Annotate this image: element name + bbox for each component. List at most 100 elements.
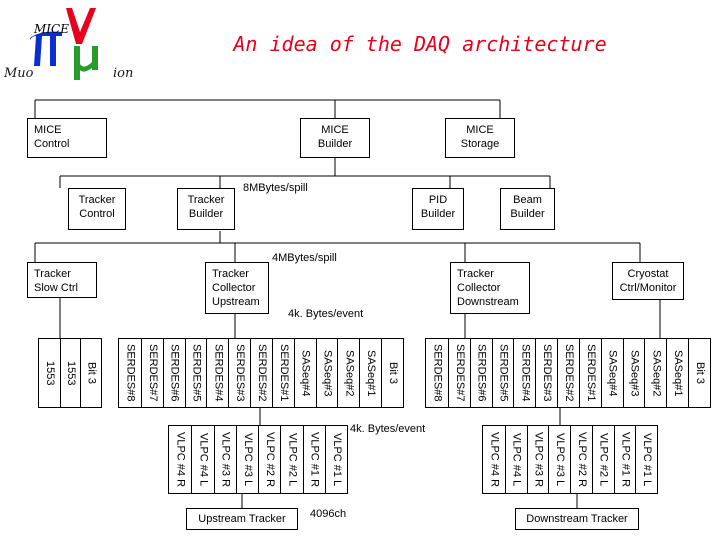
upstream-vlpc-module-label: VLPC #4 R: [174, 431, 187, 488]
upstream-crate-module-label: SERDES#8: [124, 344, 137, 402]
upstream-vlpc-group: VLPC #4 R VLPC #4 L VLPC #3 R VLPC #3 L VLPC…: [168, 425, 348, 494]
slow-crate-module: Bit 3: [80, 339, 101, 407]
page-title: An idea of the DAQ architecture: [233, 32, 607, 56]
downstream-crate-module: SASeq#3: [622, 339, 645, 407]
upstream-crate-module: SERDES#2: [250, 339, 272, 407]
downstream-crate-module: SERDES#2: [557, 339, 579, 407]
upstream-vlpc-module: VLPC #3 R: [213, 426, 236, 493]
upstream-crate-module: SASeq#1: [359, 339, 381, 407]
downstream-crate-module: SERDES#4: [513, 339, 535, 407]
upstream-crate-module-label: SERDES#4: [212, 344, 225, 402]
downstream-crate-module-label: SERDES#4: [519, 344, 532, 402]
upstream-crate-module-label: SERDES#2: [255, 344, 268, 402]
slow-crate-module-label: 1553: [43, 360, 56, 386]
upstream-crate-module-label: SERDES#7: [146, 344, 159, 402]
slow-crate-module: 1553: [59, 339, 81, 407]
downstream-vlpc-group: VLPC #4 R VLPC #4 L VLPC #3 R VLPC #3 L VLPC…: [482, 425, 658, 494]
downstream-vlpc-module: VLPC #3 R: [526, 426, 549, 493]
upstream-crate-module-label: SASeq#1: [365, 349, 378, 397]
downstream-vlpc-module: VLPC #1 L: [635, 426, 657, 493]
tracker-collector-upstream-box[interactable]: Tracker Collector Upstream: [205, 262, 269, 314]
mice-control-box[interactable]: MICE Control: [27, 118, 107, 158]
upstream-vlpc-module: VLPC #1 L: [324, 426, 347, 493]
downstream-vlpc-module-label: VLPC #1 L: [641, 432, 654, 487]
downstream-crate-module-label: SERDES#5: [497, 344, 510, 402]
pid-builder-box[interactable]: PID Builder: [412, 188, 464, 230]
upstream-vlpc-module-label: VLPC #3 R: [219, 431, 232, 488]
rate-4kbytes-lower-label: 4k. Bytes/event: [350, 423, 426, 435]
upstream-crate-module-label: SASeq#4: [299, 349, 312, 397]
mice-logo-graphic: [30, 8, 98, 80]
downstream-vlpc-module-label: VLPC #4 L: [510, 432, 523, 487]
slow-crate-module: 1553: [39, 339, 60, 407]
upstream-vlpc-module-label: VLPC #3 L: [241, 432, 254, 487]
upstream-vlpc-module: VLPC #3 L: [235, 426, 258, 493]
downstream-crate-module-label: SERDES#7: [453, 344, 466, 402]
downstream-tracker-box[interactable]: Downstream Tracker: [515, 508, 639, 530]
downstream-vlpc-module-label: VLPC #1 R: [619, 431, 632, 488]
upstream-crate-module-label: SERDES#6: [168, 344, 181, 402]
upstream-crate-module-label: SERDES#1: [277, 344, 290, 402]
tracker-collector-downstream-box[interactable]: Tracker Collector Downstream: [450, 262, 530, 314]
slow-crate-module-label: Bit 3: [85, 361, 98, 384]
tracker-slow-ctrl-box[interactable]: Tracker Slow Ctrl: [27, 262, 97, 298]
downstream-vlpc-module: VLPC #2 R: [570, 426, 592, 493]
downstream-crate-module: SERDES#8: [426, 339, 448, 407]
downstream-vlpc-module-label: VLPC #4 R: [488, 431, 501, 488]
upstream-tracker-box[interactable]: Upstream Tracker: [186, 508, 298, 530]
upstream-crate-module: SASeq#4: [293, 339, 316, 407]
upstream-crate-module: SERDES#8: [119, 339, 141, 407]
upstream-vlpc-module: VLPC #4 L: [191, 426, 213, 493]
upstream-vlpc-module-label: VLPC #2 R: [264, 431, 277, 488]
downstream-crate-module-label: SERDES#2: [562, 344, 575, 402]
downstream-vlpc-module-label: VLPC #2 R: [575, 431, 588, 488]
upstream-vlpc-module: VLPC #2 L: [280, 426, 302, 493]
mice-storage-box[interactable]: MICE Storage: [445, 118, 515, 158]
tracker-builder-box[interactable]: Tracker Builder: [177, 188, 235, 230]
logo-ion-text: ion: [113, 66, 134, 81]
upstream-crate-module-label: SERDES#5: [190, 344, 203, 402]
logo-muo-text: Muo: [4, 66, 34, 81]
upstream-crate-module: SERDES#1: [271, 339, 294, 407]
downstream-crate-module-label: SASeq#4: [606, 349, 619, 397]
rate-4mbytes-label: 4MBytes/spill: [272, 252, 337, 264]
downstream-crate-module-label: SERDES#6: [475, 344, 488, 402]
downstream-crate-module: SASeq#4: [600, 339, 623, 407]
rate-8mbytes-label: 8MBytes/spill: [243, 182, 308, 194]
upstream-crate-module-label: SASeq#3: [321, 349, 334, 397]
upstream-crate-module: SERDES#7: [140, 339, 163, 407]
upstream-crate-module: SERDES#5: [184, 339, 207, 407]
downstream-vlpc-module: VLPC #3 L: [548, 426, 570, 493]
upstream-crate-module: SASeq#2: [337, 339, 359, 407]
downstream-crate-module-label: SERDES#1: [584, 344, 597, 402]
mice-builder-box[interactable]: MICE Builder: [300, 118, 370, 158]
downstream-vlpc-module-label: VLPC #3 L: [554, 432, 567, 487]
downstream-vlpc-module: VLPC #4 L: [504, 426, 527, 493]
upstream-vlpc-module-label: VLPC #4 L: [197, 432, 210, 487]
downstream-crate-module-label: SERDES#3: [541, 344, 554, 402]
downstream-crate-module: SASeq#1: [666, 339, 688, 407]
downstream-vlpc-module: VLPC #1 R: [613, 426, 636, 493]
downstream-crate-module: SERDES#5: [491, 339, 514, 407]
tracker-control-box[interactable]: Tracker Control: [68, 188, 126, 230]
downstream-crate-module: SERDES#3: [535, 339, 557, 407]
beam-builder-box[interactable]: Beam Builder: [500, 188, 555, 230]
upstream-crate-module-label: SASeq#2: [343, 349, 356, 397]
rate-4kbytes-upper-label: 4k. Bytes/event: [288, 308, 364, 320]
downstream-vlpc-module-label: VLPC #2 L: [597, 432, 610, 487]
upstream-crate-module: SASeq#3: [315, 339, 338, 407]
upstream-crate: SERDES#8 SERDES#7 SERDES#6 SERDES#5 SERDES#4…: [118, 338, 404, 408]
cryostat-ctrl-monitor-box[interactable]: Cryostat Ctrl/Monitor: [612, 262, 684, 300]
upstream-crate-module: SERDES#3: [228, 339, 250, 407]
mice-logo: MICE Muo ion: [0, 0, 140, 95]
upstream-vlpc-module-label: VLPC #1 R: [308, 431, 321, 488]
downstream-crate-module-label: SASeq#2: [650, 349, 663, 397]
upstream-vlpc-module: VLPC #1 R: [302, 426, 325, 493]
downstream-vlpc-module-label: VLPC #3 R: [532, 431, 545, 488]
downstream-vlpc-module: VLPC #4 R: [483, 426, 505, 493]
downstream-crate-module-label: SASeq#1: [672, 349, 685, 397]
upstream-crate-module: SERDES#4: [206, 339, 228, 407]
upstream-crate-module: Bit 3: [381, 339, 403, 407]
